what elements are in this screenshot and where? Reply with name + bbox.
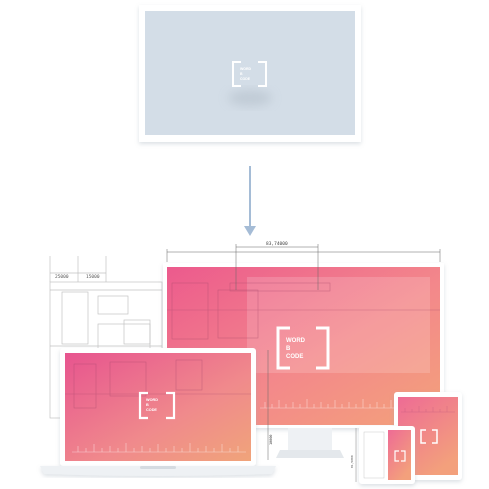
preview-logo-line3: CODE bbox=[240, 77, 251, 81]
tablet-ruler bbox=[401, 406, 455, 413]
laptop-logo-line2: B bbox=[146, 403, 149, 407]
monitor-overlay-panel bbox=[247, 277, 430, 373]
tablet-logo-icon bbox=[420, 429, 438, 444]
laptop: WORD B CODE bbox=[40, 348, 276, 476]
preview-card: WORD B CODE bbox=[139, 5, 361, 142]
laptop-wireframe bbox=[65, 359, 251, 409]
phone-wireframe bbox=[363, 431, 385, 479]
preview-logo-shadow bbox=[228, 90, 272, 106]
monitor-stand-neck bbox=[288, 428, 332, 450]
laptop-logo bbox=[138, 391, 176, 420]
monitor-logo-line3: CODE bbox=[286, 354, 303, 360]
laptop-logo-line1: WORD bbox=[146, 398, 158, 402]
dim-stand-side: 10000 bbox=[269, 434, 273, 445]
monitor-logo bbox=[276, 326, 330, 370]
preview-logo-line2: B bbox=[240, 72, 243, 76]
dim-phone-side: 81,5000 bbox=[350, 455, 354, 468]
laptop-notch bbox=[140, 466, 176, 469]
dim-left-col2: 15000 bbox=[86, 274, 100, 280]
monitor-stand-base bbox=[276, 450, 344, 458]
left-dimension-labels: 25000 15000 bbox=[55, 274, 100, 280]
dim-top-width: 83,74000 bbox=[266, 241, 288, 247]
laptop-logo-text: WORD B CODE bbox=[146, 398, 158, 412]
monitor-dimensions bbox=[166, 244, 441, 460]
dim-left-col1: 25000 bbox=[55, 274, 69, 280]
monitor-logo-text: WORD B CODE bbox=[286, 338, 306, 360]
desktop-monitor: WORD B CODE bbox=[163, 263, 444, 458]
phone: 81,5000 bbox=[350, 426, 415, 484]
laptop-ruler bbox=[72, 443, 246, 453]
monitor-logo-line1: WORD bbox=[286, 338, 306, 344]
preview-logo-text: WORD B CODE bbox=[240, 67, 252, 81]
laptop-base bbox=[40, 466, 276, 476]
preview-logo bbox=[232, 61, 267, 87]
left-wireframe bbox=[49, 256, 163, 419]
laptop-logo-line3: CODE bbox=[146, 408, 157, 412]
phone-logo-icon bbox=[394, 450, 406, 462]
monitor-logo-line2: B bbox=[286, 346, 291, 352]
monitor-wireframe bbox=[167, 282, 440, 340]
down-arrow-icon bbox=[244, 166, 256, 236]
phone-screen bbox=[388, 430, 411, 480]
preview-card-screen bbox=[145, 11, 355, 135]
preview-logo-line1: WORD bbox=[240, 67, 252, 71]
